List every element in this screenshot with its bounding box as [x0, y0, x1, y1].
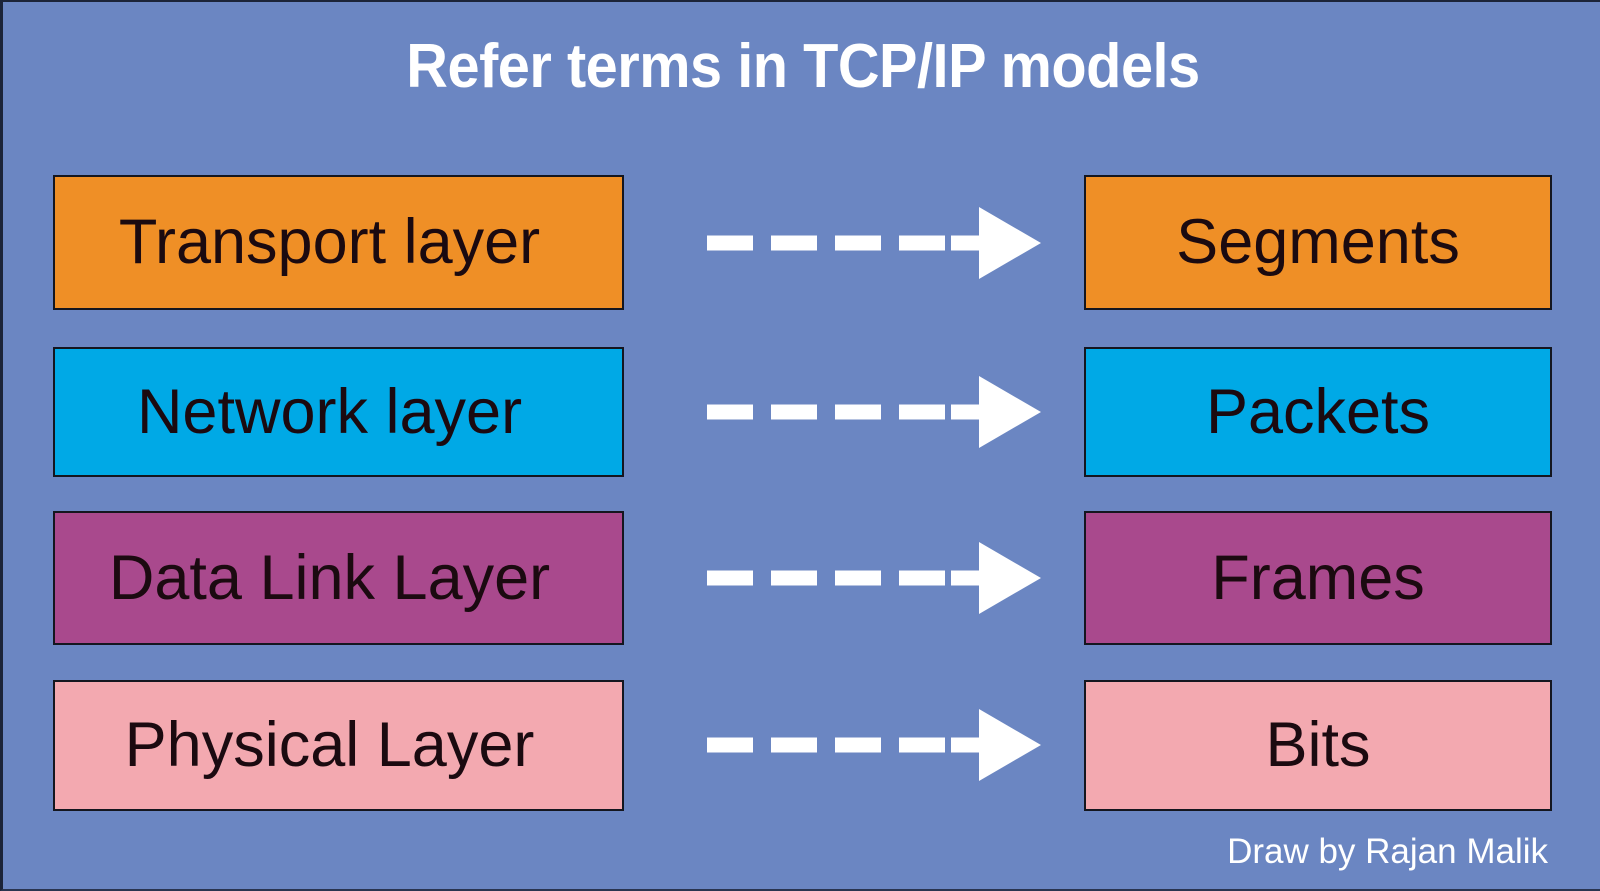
unit-box-bits[interactable]: Bits	[1084, 680, 1552, 811]
arrow-dash-segment	[771, 737, 817, 753]
layer-label: Physical Layer	[124, 710, 535, 780]
diagram-row: Data Link Layer Frames	[3, 511, 1600, 645]
unit-label: Packets	[1205, 376, 1431, 447]
layer-label: Data Link Layer	[108, 542, 551, 613]
unit-box-frames[interactable]: Frames	[1084, 511, 1552, 645]
layer-box-physical[interactable]: Physical Layer	[53, 680, 624, 811]
layer-box-network[interactable]: Network layer	[53, 347, 624, 477]
arrow-dashes	[691, 404, 957, 420]
layer-box-transport[interactable]: Transport layer	[53, 175, 624, 310]
arrow-dash-segment	[899, 570, 945, 586]
unit-box-segments[interactable]: Segments	[1084, 175, 1552, 310]
arrow-dash-segment	[707, 235, 753, 251]
dashed-arrow-icon	[691, 376, 1041, 448]
arrow-dash-segment	[899, 404, 945, 420]
arrow-dash-segment	[835, 570, 881, 586]
arrow-stub	[951, 404, 981, 420]
arrow-dashes	[691, 235, 957, 251]
arrow-head	[979, 207, 1041, 279]
arrow-dash-segment	[707, 570, 753, 586]
unit-label: Bits	[1265, 710, 1371, 780]
dashed-arrow-icon	[691, 709, 1041, 781]
unit-box-packets[interactable]: Packets	[1084, 347, 1552, 477]
arrow-dash-segment	[899, 235, 945, 251]
page-title: Refer terms in TCP/IP models	[406, 32, 1200, 101]
arrow-stub	[951, 737, 981, 753]
diagram-row: Network layer Packets	[3, 347, 1600, 477]
arrow-head	[979, 542, 1041, 614]
arrow-dash-segment	[707, 737, 753, 753]
diagram-row: Transport layer Segments	[3, 175, 1600, 310]
arrow-dash-segment	[771, 235, 817, 251]
arrow-dash-segment	[771, 570, 817, 586]
arrow-dash-segment	[835, 737, 881, 753]
dashed-arrow-icon	[691, 207, 1041, 279]
arrow-dash-segment	[899, 737, 945, 753]
arrow-dashes	[691, 737, 957, 753]
layer-label: Network layer	[136, 376, 523, 447]
arrow-dash-segment	[771, 404, 817, 420]
arrow-dash-segment	[835, 404, 881, 420]
arrow-stub	[951, 235, 981, 251]
diagram-row: Physical Layer Bits	[3, 680, 1600, 811]
arrow-head	[979, 709, 1041, 781]
unit-label: Segments	[1176, 207, 1460, 277]
arrow-dash-segment	[707, 404, 753, 420]
author-credit: Draw by Rajan Malik	[1227, 832, 1548, 871]
layer-label: Transport layer	[118, 207, 541, 277]
arrow-dashes	[691, 570, 957, 586]
dashed-arrow-icon	[691, 542, 1041, 614]
arrow-head	[979, 376, 1041, 448]
arrow-dash-segment	[835, 235, 881, 251]
layer-box-data-link[interactable]: Data Link Layer	[53, 511, 624, 645]
unit-label: Frames	[1211, 542, 1425, 613]
arrow-stub	[951, 570, 981, 586]
